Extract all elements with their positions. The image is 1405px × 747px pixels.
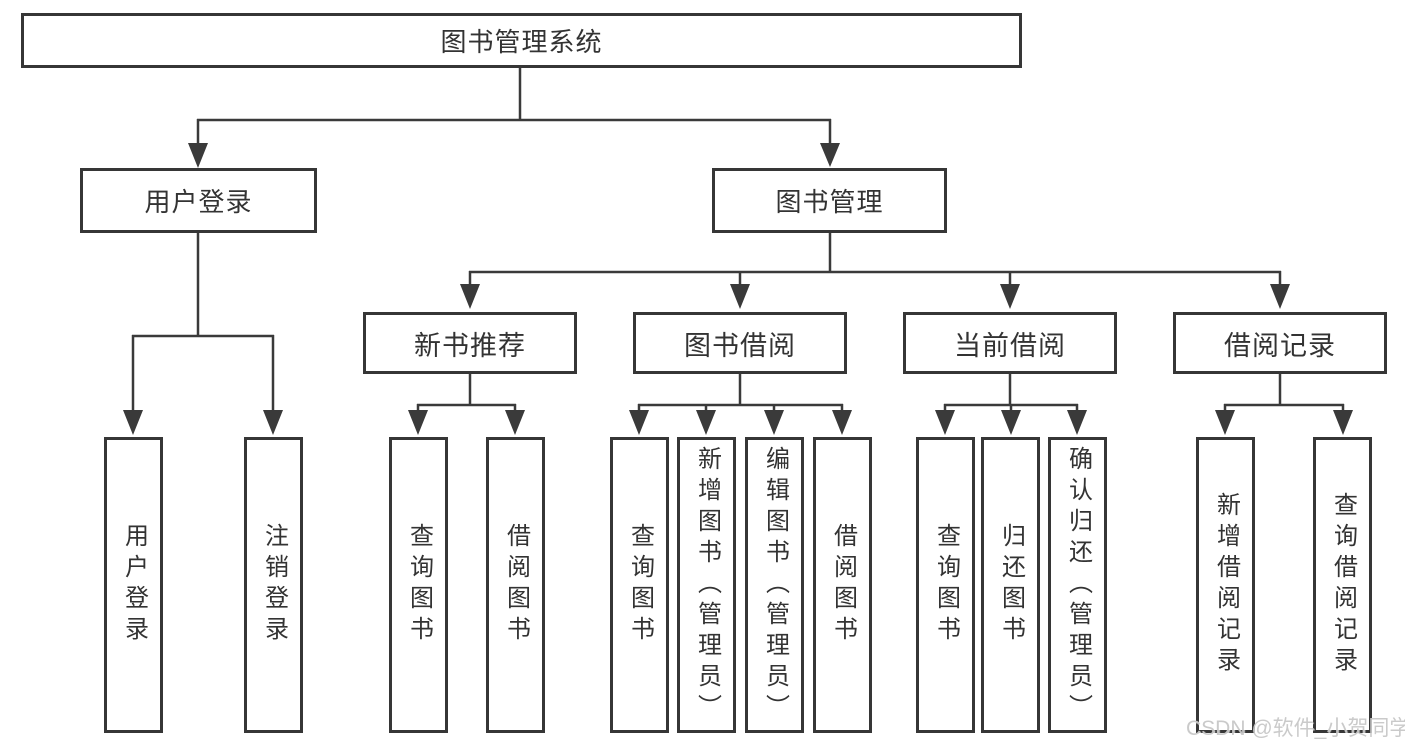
- node-label: 确认归还（管理员）: [1064, 445, 1092, 725]
- leaf-query-books: 查询图书: [389, 437, 448, 733]
- arrowhead: [1333, 410, 1353, 435]
- node-label: 编辑图书（管理员）: [761, 445, 789, 725]
- arrowhead: [460, 284, 480, 309]
- arrowhead: [935, 410, 955, 435]
- node-label: 用户登录: [144, 187, 253, 217]
- node-user-login: 用户登录: [80, 168, 317, 233]
- leaf-add-books-admin: 新增图书（管理员）: [677, 437, 736, 733]
- node-label: 新书推荐: [414, 330, 526, 361]
- node-label: 借阅记录: [1224, 330, 1336, 361]
- leaf-confirm-return-admin: 确认归还（管理员）: [1048, 437, 1107, 733]
- node-label: 当前借阅: [954, 330, 1066, 361]
- connector-current-borrowing-branch: [935, 374, 1087, 435]
- leaf-borrow-books: 借阅图书: [486, 437, 545, 733]
- node-label: 查询图书: [405, 523, 433, 647]
- arrowhead: [263, 410, 283, 435]
- node-label: 查询借阅记录: [1329, 492, 1357, 678]
- arrowhead: [629, 410, 649, 435]
- node-label: 借阅图书: [829, 523, 857, 647]
- node-label: 图书管理系统: [440, 27, 603, 57]
- arrowhead: [832, 410, 852, 435]
- arrowhead: [1067, 410, 1087, 435]
- node-new-book-recommend: 新书推荐: [363, 312, 577, 374]
- arrowhead: [820, 143, 840, 167]
- leaf-edit-books-admin: 编辑图书（管理员）: [745, 437, 804, 733]
- node-root: 图书管理系统: [21, 13, 1022, 68]
- connector-new-book-recommend-branch: [408, 374, 525, 435]
- node-label: 图书借阅: [684, 330, 796, 361]
- connector-book-management-branch: [460, 233, 1290, 309]
- node-label: 归还图书: [997, 523, 1025, 647]
- leaf-return-books: 归还图书: [981, 437, 1040, 733]
- arrowhead: [188, 143, 208, 168]
- node-label: 查询图书: [626, 523, 654, 647]
- watermark-text: CSDN @软件_小贺同学: [1186, 717, 1405, 740]
- node-label: 图书管理: [775, 187, 884, 217]
- leaf-borrow-books: 借阅图书: [813, 437, 872, 733]
- leaf-query-borrow-record: 查询借阅记录: [1313, 437, 1372, 733]
- connector-user-login-branch: [123, 233, 283, 435]
- connector-book-borrowing-branch: [629, 374, 852, 435]
- node-label: 注销登录: [260, 523, 288, 647]
- arrowhead: [1215, 410, 1235, 435]
- node-borrowing-records: 借阅记录: [1173, 312, 1387, 374]
- node-label: 新增借阅记录: [1212, 492, 1240, 678]
- node-label: 用户登录: [120, 523, 148, 647]
- leaf-user-login: 用户登录: [104, 437, 163, 733]
- connector-borrowing-records-branch: [1215, 374, 1353, 435]
- leaf-logout: 注销登录: [244, 437, 303, 733]
- leaf-query-books: 查询图书: [610, 437, 669, 733]
- node-book-borrowing: 图书借阅: [633, 312, 847, 374]
- arrowhead: [1000, 284, 1020, 309]
- node-label: 新增图书（管理员）: [693, 445, 721, 725]
- node-current-borrowing: 当前借阅: [903, 312, 1117, 374]
- arrowhead: [408, 410, 428, 435]
- leaf-query-books: 查询图书: [916, 437, 975, 733]
- arrowhead: [696, 410, 716, 435]
- node-book-management: 图书管理: [712, 168, 947, 233]
- arrowhead: [730, 284, 750, 309]
- arrowhead: [505, 410, 525, 435]
- arrowhead: [764, 410, 784, 435]
- arrowhead: [1270, 284, 1290, 309]
- leaf-add-borrow-record: 新增借阅记录: [1196, 437, 1255, 733]
- connector-root-to-level2: [188, 68, 840, 168]
- node-label: 查询图书: [932, 523, 960, 647]
- arrowhead: [123, 410, 143, 435]
- node-label: 借阅图书: [502, 523, 530, 647]
- arrowhead: [1001, 410, 1021, 435]
